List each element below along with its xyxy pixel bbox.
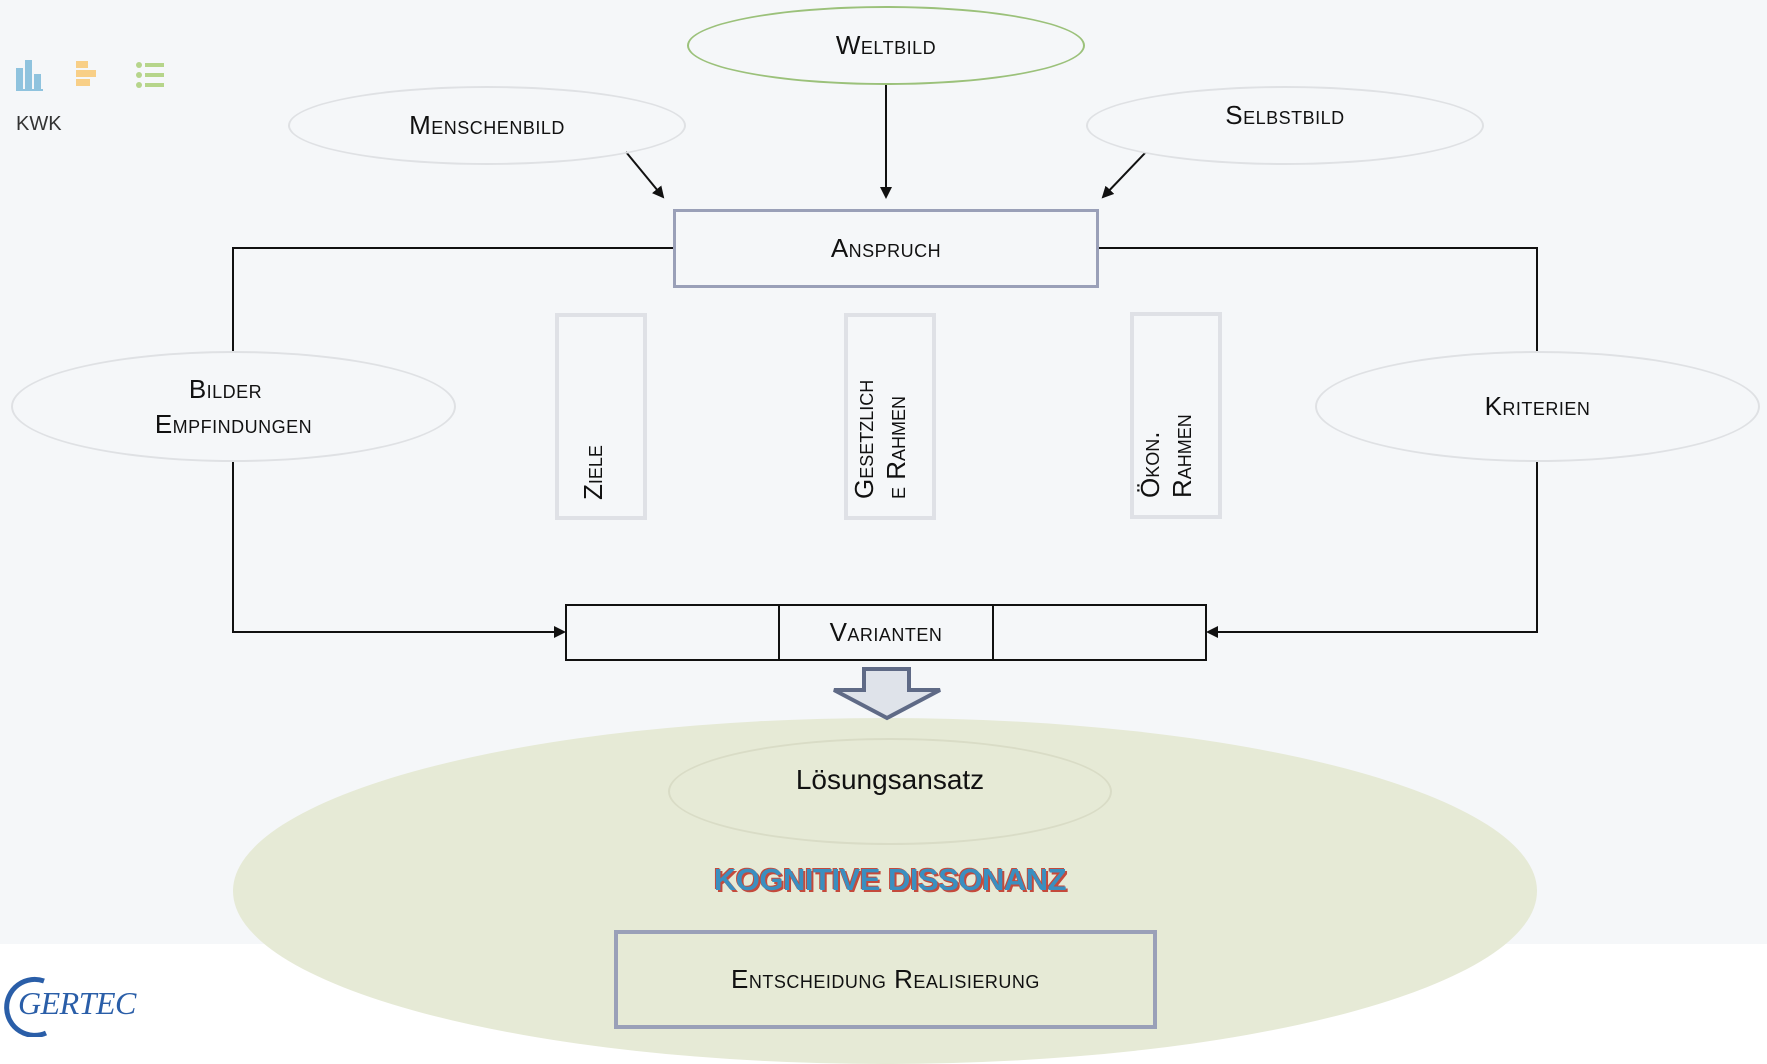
- bilder-label: Bilder: [188, 373, 263, 404]
- arrow-selbstbild-anspruch: [1101, 152, 1146, 199]
- list-icon[interactable]: [136, 62, 167, 88]
- anspruch-box: Anspruch: [673, 209, 1099, 288]
- empfindungen-label: Empfindungen: [154, 408, 313, 439]
- oekon-label-line1: Ökon.: [1135, 431, 1165, 498]
- gesetzlich-label-line2: e Rahmen: [881, 395, 911, 499]
- oekon-rahmen-box: Ökon. Rahmen: [1130, 312, 1222, 519]
- selbstbild-label: Selbstbild: [1225, 100, 1345, 130]
- entscheidung-label: Entscheidung Realisierung: [731, 964, 1040, 994]
- kognitive-dissonanz-title: KOGNITIVE DISSONANZ: [713, 862, 1067, 897]
- view-toolbar: [14, 58, 167, 99]
- entscheidung-realisierung-box: Entscheidung Realisierung: [614, 930, 1157, 1029]
- menschenbild-node: Menschenbild: [288, 86, 686, 165]
- varianten-box: Varianten: [565, 604, 1207, 661]
- line-anspruch-kriterien: [1097, 247, 1538, 351]
- connector-lines: [232, 84, 1538, 721]
- varianten-label: Varianten: [829, 617, 943, 647]
- ziele-label: Ziele: [578, 445, 608, 500]
- line-anspruch-bilder: [232, 247, 673, 351]
- oekon-label-line2: Rahmen: [1167, 414, 1197, 498]
- gertec-logo: GERTEC: [0, 975, 136, 1037]
- arrow-menschenbild-anspruch: [625, 151, 665, 199]
- bilder-empfindungen-node: Bilder Empfindungen: [11, 351, 456, 462]
- bar-chart-horizontal-icon[interactable]: [76, 61, 96, 86]
- loesungsansatz-node: Lösungsansatz: [668, 738, 1112, 845]
- arrow-kriterien-varianten: [1206, 461, 1538, 638]
- kriterien-node: Kriterien: [1315, 351, 1760, 462]
- gesetzliche-rahmen-box: Gesetzlich e Rahmen: [844, 313, 936, 520]
- varianten-cell-left: [567, 606, 778, 659]
- ziele-box: Ziele: [555, 313, 647, 520]
- toolbar-label: KWK: [16, 113, 62, 135]
- down-arrow-icon: [833, 667, 941, 721]
- selbstbild-node: Selbstbild: [1086, 86, 1484, 165]
- weltbild-label: Weltbild: [835, 30, 937, 60]
- gesetzlich-label-line1: Gesetzlich: [849, 379, 879, 499]
- weltbild-node: Weltbild: [687, 6, 1085, 85]
- arrow-bilder-varianten: [232, 461, 566, 638]
- anspruch-label: Anspruch: [830, 233, 942, 263]
- loesungsansatz-label: Lösungsansatz: [795, 763, 985, 795]
- kriterien-label: Kriterien: [1484, 391, 1591, 421]
- varianten-cell-middle: Varianten: [778, 606, 994, 659]
- logo-text: GERTEC: [18, 985, 136, 1021]
- bar-chart-icon[interactable]: [16, 60, 43, 91]
- varianten-cell-right: [994, 606, 1205, 659]
- menschenbild-label: Menschenbild: [409, 110, 565, 140]
